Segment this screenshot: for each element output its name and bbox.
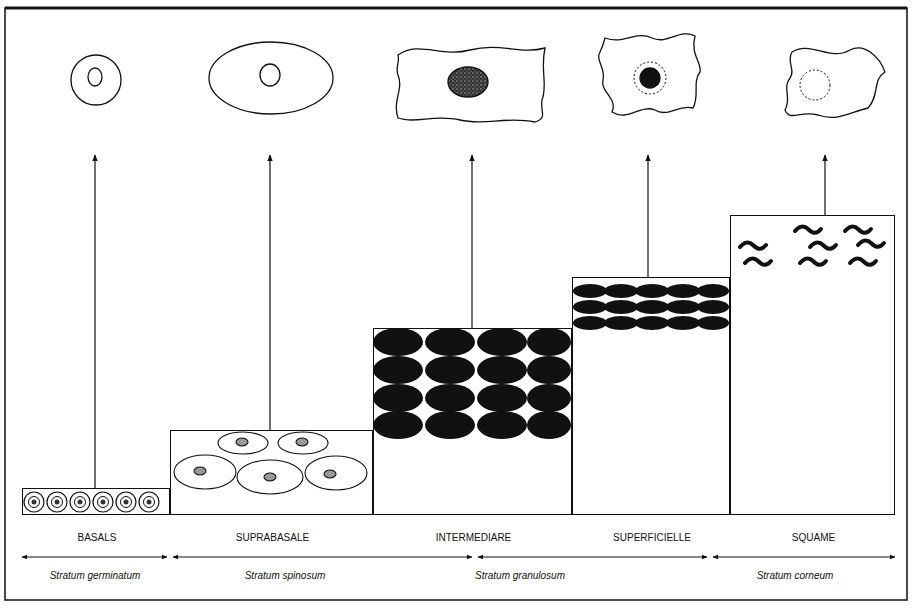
- stratum-step: INTERMEDIARE: [373, 328, 572, 515]
- stratum-step: BASALS: [22, 488, 170, 515]
- intermediate-cells: [373, 328, 571, 439]
- basal-cells: [24, 492, 159, 512]
- arrows-up: [95, 155, 825, 488]
- layer-name: SUPERFICIELLE: [571, 532, 733, 543]
- stratum-step: SUPRABASALE: [170, 430, 373, 515]
- layer-name: INTERMEDIARE: [372, 532, 575, 543]
- squame-cells: [740, 227, 884, 265]
- stratum-label: Stratum granulosum: [473, 570, 567, 581]
- superficial-cells: [573, 284, 729, 330]
- stratum-step: SUPERFICIELLE: [572, 277, 730, 515]
- layer-name: SUPRABASALE: [169, 532, 376, 543]
- stratum-label: Stratum germinatum: [48, 570, 143, 581]
- layer-name: BASALS: [21, 532, 173, 543]
- stratum-spans: [22, 557, 895, 558]
- layer-name: SQUAME: [729, 532, 898, 543]
- stratum-label: Stratum spinosum: [243, 570, 328, 581]
- stratum-label: Stratum corneum: [755, 570, 836, 581]
- suprabasal-cells: [174, 432, 367, 494]
- frame-top: [5, 7, 907, 10]
- stratum-step: SQUAME: [730, 215, 895, 515]
- cell-shapes: [71, 34, 885, 122]
- frame: [5, 8, 907, 600]
